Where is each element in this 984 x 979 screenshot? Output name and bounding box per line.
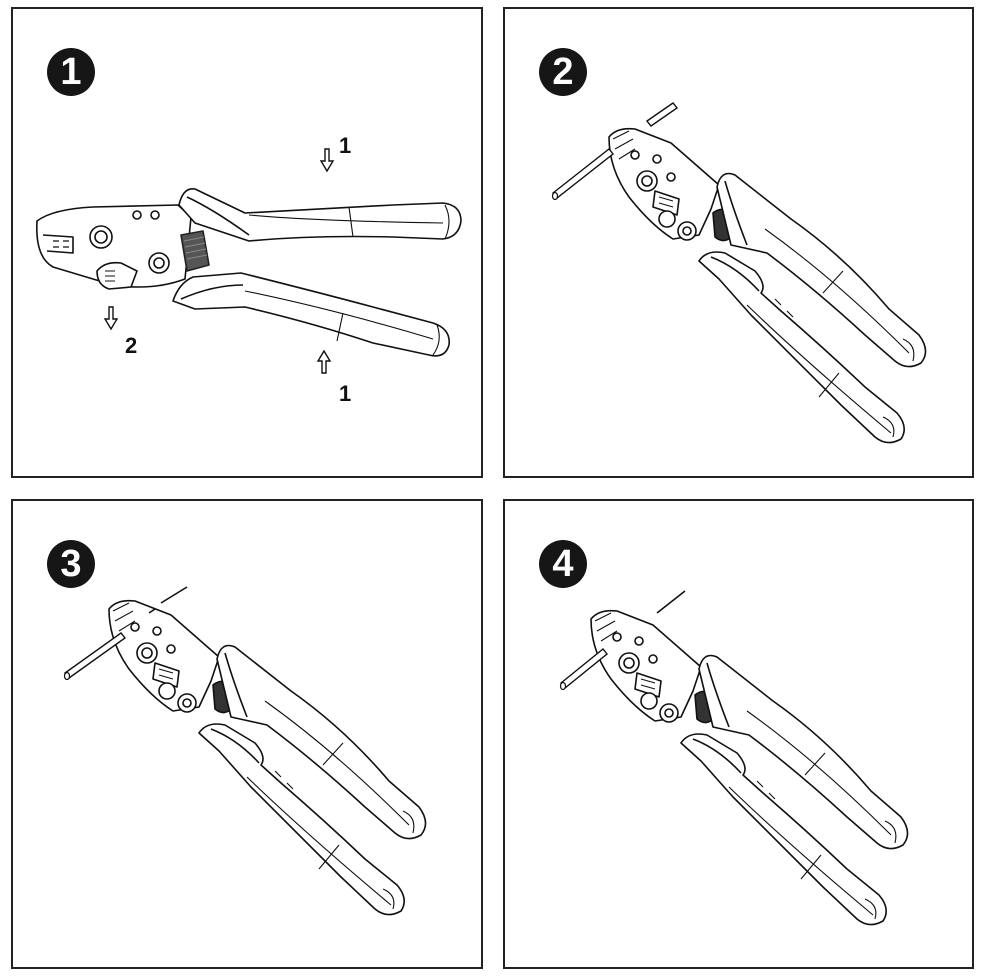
release-label: 2: [125, 333, 137, 358]
press-label-top: 1: [339, 133, 351, 158]
stripped-fiber: [656, 590, 686, 614]
fiber-segment: [645, 102, 679, 127]
step-badge-4: 4: [539, 540, 587, 588]
step-badge-2: 2: [539, 48, 587, 96]
step-panel-2: 2: [503, 7, 974, 478]
pliers-strip-illustration: [63, 586, 427, 916]
stripped-coating: [160, 586, 188, 604]
press-arrow-bottom: [317, 350, 331, 374]
release-arrow: [104, 306, 118, 330]
pliers-insert-illustration: [551, 102, 927, 444]
step-panel-3: 3: [11, 499, 483, 969]
fiber-inserted: [560, 648, 608, 689]
step-badge-1: 1: [47, 48, 95, 96]
fiber-inserted: [63, 632, 127, 679]
press-label-bottom: 1: [339, 381, 351, 406]
pliers-finish-illustration: [559, 590, 909, 926]
step-panel-4: 4: [503, 499, 974, 969]
fiber-inserted: [552, 148, 614, 199]
step-panel-1: 1 1 1 2: [11, 7, 483, 478]
step-badge-3: 3: [47, 540, 95, 588]
press-arrow-top: [320, 148, 334, 172]
open-pliers-illustration: 1 1 2: [36, 133, 462, 406]
